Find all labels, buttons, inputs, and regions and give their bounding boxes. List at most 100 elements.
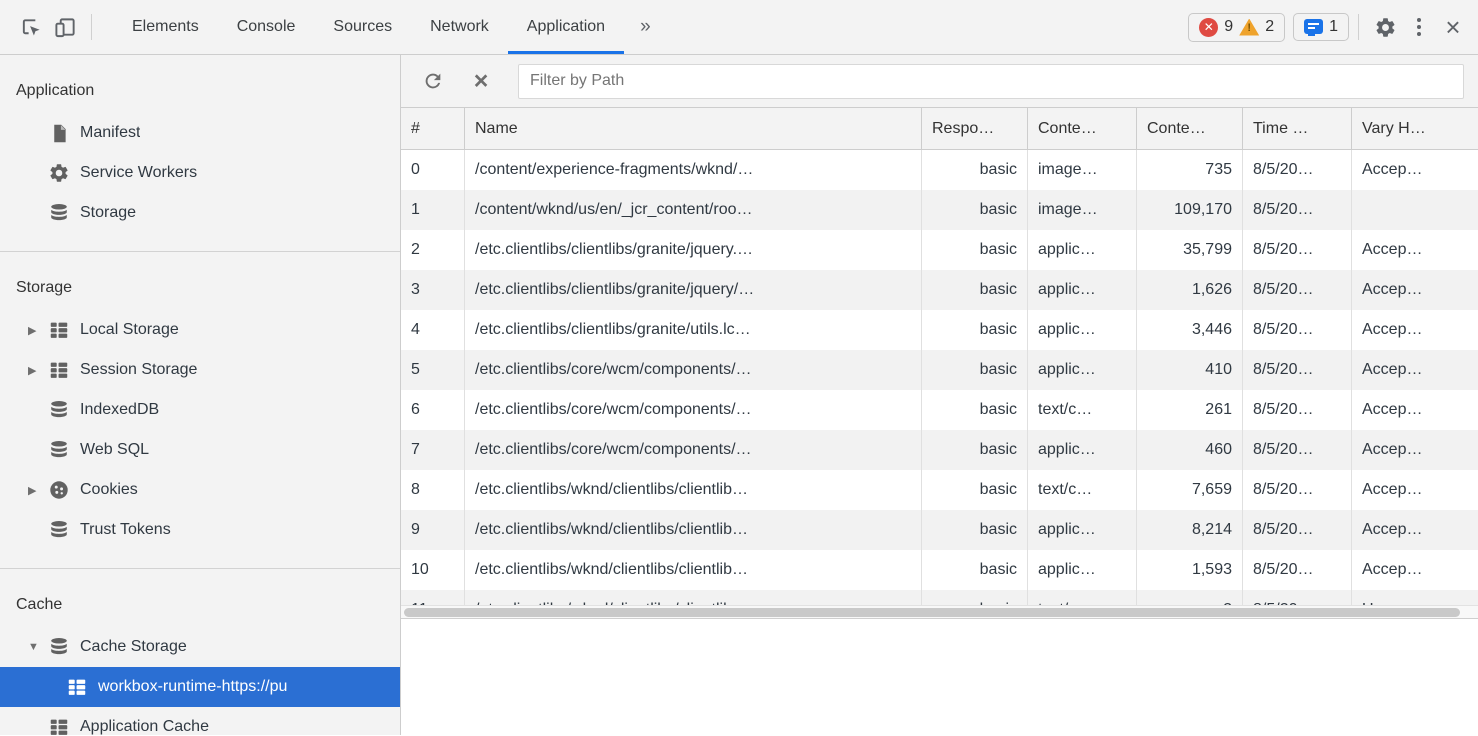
sidebar-item-cookies[interactable]: ▶Cookies [0, 470, 400, 510]
cell: 5 [401, 350, 465, 390]
sidebar-item-cache-storage[interactable]: ▼ Cache Storage [0, 627, 400, 667]
cell: 460 [1137, 430, 1243, 470]
close-devtools-icon[interactable]: × [1445, 12, 1461, 42]
inspect-element-icon[interactable] [14, 10, 48, 44]
sidebar-item-label: Web SQL [80, 441, 150, 458]
sidebar-item-storage[interactable]: Storage [0, 193, 400, 233]
toggle-device-toolbar-icon[interactable] [48, 10, 82, 44]
tab-console[interactable]: Console [236, 18, 296, 35]
triangle-right-icon[interactable]: ▶ [28, 484, 37, 497]
cache-entry-row[interactable]: 4/etc.clientlibs/clientlibs/granite/util… [401, 310, 1478, 350]
cache-entry-row[interactable]: 6/etc.clientlibs/core/wcm/components/…ba… [401, 390, 1478, 430]
column-header[interactable]: Time … [1243, 108, 1352, 149]
cell: 8/5/20… [1243, 190, 1352, 230]
tab-sources[interactable]: Sources [333, 18, 393, 35]
cookie-icon [47, 478, 71, 502]
cell: 8/5/20… [1243, 150, 1352, 190]
cell: 3,446 [1137, 310, 1243, 350]
sidebar-item-service-workers[interactable]: Service Workers [0, 153, 400, 193]
sidebar-item-label: Cache Storage [80, 638, 187, 655]
sidebar-item-trust-tokens[interactable]: Trust Tokens [0, 510, 400, 550]
settings-gear-icon[interactable] [1368, 10, 1402, 44]
sidebar-item-local-storage[interactable]: ▶ Local Storage [0, 310, 400, 350]
cache-entry-row[interactable]: 0/content/experience-fragments/wknd/…bas… [401, 150, 1478, 190]
sidebar-item-label: Service Workers [80, 164, 198, 181]
cell: 9 [401, 510, 465, 550]
triangle-right-icon[interactable]: ▶ [28, 324, 37, 337]
cache-entry-row[interactable]: 10/etc.clientlibs/wknd/clientlibs/client… [401, 550, 1478, 590]
sidebar-item-workbox-runtime-https-pu[interactable]: workbox-runtime-https://pu [0, 667, 400, 707]
scrollbar-thumb[interactable] [404, 608, 1460, 617]
cell: basic [922, 390, 1028, 430]
tab-application[interactable]: Application [507, 0, 625, 54]
toolbar-divider [91, 14, 92, 40]
cell: Accep… [1362, 281, 1423, 298]
more-tabs-button[interactable]: » [640, 16, 651, 37]
cell: image… [1028, 150, 1137, 190]
cell: basic [922, 270, 1028, 310]
sidebar-section-title: Storage [16, 279, 73, 296]
column-header[interactable]: Name [465, 108, 922, 149]
cache-entry-row[interactable]: 11/etc.clientlibs/wknd/clientlibs/client… [401, 590, 1478, 605]
sidebar-item-indexeddb[interactable]: IndexedDB [0, 390, 400, 430]
sidebar-section-title: Cache [16, 596, 63, 613]
message-count: 1 [1329, 18, 1338, 35]
column-header[interactable]: Vary H… [1362, 119, 1426, 137]
devtools-toolbar: Elements Console Sources Network Application… [0, 0, 1478, 55]
refresh-icon[interactable] [416, 64, 450, 98]
kebab-menu-icon[interactable] [1402, 10, 1436, 44]
sidebar-item-manifest[interactable]: Manifest [0, 113, 400, 153]
cache-entry-row[interactable]: 3/etc.clientlibs/clientlibs/granite/jque… [401, 270, 1478, 310]
console-issues-badge[interactable]: ✕ 9 ! 2 [1188, 12, 1286, 42]
cell: basic [922, 510, 1028, 550]
column-header[interactable]: Respo… [922, 108, 1028, 149]
filter-by-path-input[interactable] [518, 63, 1464, 99]
cell: U… [1352, 590, 1478, 605]
cell: 0 [401, 150, 465, 190]
cell: /etc.clientlibs/clientlibs/granite/jquer… [465, 270, 922, 310]
cell: 8/5/20… [1243, 510, 1352, 550]
cache-entry-row[interactable]: 1/content/wknd/us/en/_jcr_content/roo…ba… [401, 190, 1478, 230]
sidebar-item-label: Storage [80, 204, 137, 221]
cell: applic… [1028, 230, 1137, 270]
horizontal-scrollbar[interactable] [401, 605, 1478, 619]
cache-entry-row[interactable]: 8/etc.clientlibs/wknd/clientlibs/clientl… [401, 470, 1478, 510]
database-icon [47, 438, 71, 462]
error-icon: ✕ [1199, 17, 1219, 37]
sidebar-item-label: Local Storage [80, 321, 179, 338]
cell: applic… [1028, 350, 1137, 390]
cell: Accep… [1362, 241, 1423, 258]
cache-entry-row[interactable]: 2/etc.clientlibs/clientlibs/granite/jque… [401, 230, 1478, 270]
database-icon [47, 201, 71, 225]
tab-elements[interactable]: Elements [132, 18, 199, 35]
sidebar-item-label: Manifest [80, 124, 141, 141]
cell: /etc.clientlibs/wknd/clientlibs/clientli… [465, 590, 922, 605]
database-icon [47, 518, 71, 542]
file-icon [47, 121, 71, 145]
sidebar-item-session-storage[interactable]: ▶Session Storage [0, 350, 400, 390]
triangle-right-icon[interactable]: ▶ [28, 364, 37, 377]
cell: 6 [401, 390, 465, 430]
column-header[interactable]: Conte… [1137, 108, 1243, 149]
clear-icon[interactable]: × [473, 66, 489, 95]
column-header[interactable]: # [401, 108, 465, 149]
issues-message-badge[interactable]: 1 [1293, 13, 1349, 41]
sidebar-item-web-sql[interactable]: Web SQL [0, 430, 400, 470]
database-icon [47, 398, 71, 422]
error-count: 9 [1224, 18, 1234, 35]
sidebar-item-application-cache[interactable]: Application Cache [0, 707, 400, 735]
cache-entry-row[interactable]: 5/etc.clientlibs/core/wcm/components/…ba… [401, 350, 1478, 390]
cell: 109,170 [1137, 190, 1243, 230]
cell: /etc.clientlibs/wknd/clientlibs/clientli… [465, 470, 922, 510]
column-header[interactable]: Conte… [1028, 108, 1137, 149]
cell: image… [1028, 190, 1137, 230]
tab-network[interactable]: Network [430, 18, 489, 35]
cache-entry-row[interactable]: 7/etc.clientlibs/core/wcm/components/…ba… [401, 430, 1478, 470]
cell: /content/experience-fragments/wknd/… [465, 150, 922, 190]
cell: 8/5/20… [1243, 390, 1352, 430]
triangle-down-icon[interactable]: ▼ [28, 641, 39, 653]
cache-entry-row[interactable]: 9/etc.clientlibs/wknd/clientlibs/clientl… [401, 510, 1478, 550]
cell: 8,214 [1137, 510, 1243, 550]
